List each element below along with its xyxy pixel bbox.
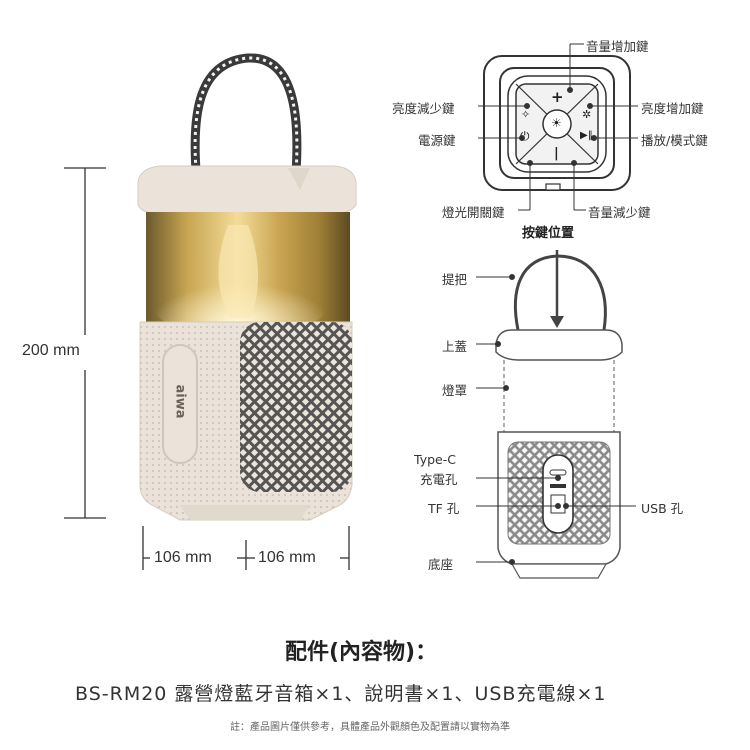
brightness-down-icon: ✧ [521, 108, 531, 121]
volume-up-icon: + [551, 88, 564, 106]
power-icon: ⏻ [520, 129, 530, 143]
width-dimension-right: 106 mm [258, 549, 316, 566]
height-dimension: 200 mm [22, 342, 80, 359]
accessories-title: 配件(內容物)： [285, 640, 438, 665]
accessories-contents: BS-RM20 露營燈藍牙音箱×1、說明書×1、USB充電線×1 [75, 683, 607, 705]
callout-top-cover: 上蓋 [442, 339, 468, 354]
volume-down-icon: | [554, 146, 559, 161]
callout-tf-slot: TF 孔 [428, 501, 460, 516]
callout-brightness-down: 亮度減少鍵 [392, 101, 455, 116]
callout-base: 底座 [428, 557, 454, 572]
callout-type-c-line1: Type-C [414, 452, 456, 467]
disclaimer-note: 註：產品圖片僅供參考，具體產品外觀顏色及配置請以實物為準 [230, 722, 510, 733]
callout-volume-up: 音量增加鍵 [586, 39, 649, 54]
callout-power: 電源鍵 [418, 133, 456, 148]
play-mode-icon: ▶‖ [580, 130, 593, 141]
light-switch-icon: ☀ [551, 116, 562, 130]
callout-volume-down: 音量減少鍵 [588, 205, 651, 220]
callout-play-mode: 播放/模式鍵 [641, 133, 708, 148]
button-layout-caption: 按鍵位置 [522, 226, 575, 241]
callout-handle: 提把 [442, 272, 468, 287]
callout-brightness-up: 亮度增加鍵 [641, 101, 704, 116]
brightness-up-icon: ✲ [582, 108, 592, 121]
brand-logo: aiwa [172, 384, 188, 419]
callout-light-switch: 燈光開關鍵 [442, 205, 505, 220]
width-dimension-left: 106 mm [154, 549, 212, 566]
callout-lampshade: 燈罩 [442, 383, 468, 398]
callout-usb-port: USB 孔 [641, 501, 684, 516]
callout-type-c-line2: 充電孔 [420, 472, 458, 487]
